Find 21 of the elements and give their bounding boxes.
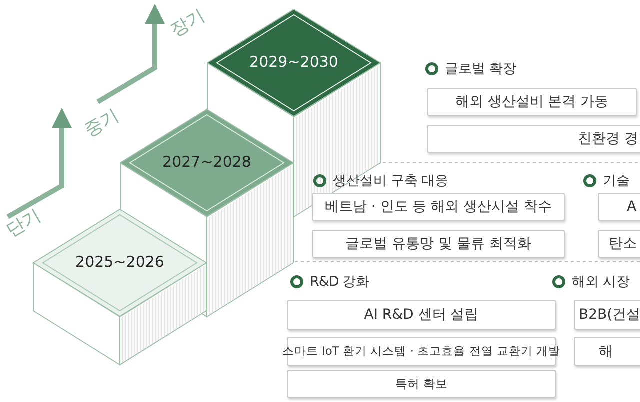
task-box: 친환경 경 <box>427 125 640 153</box>
task-box: A <box>598 193 640 221</box>
task-box: B2B(건설 <box>574 300 640 330</box>
section-heading: 해외 시장 <box>572 273 630 291</box>
task-box: 베트남 · 인도 등 해외 생산시설 착수 <box>312 193 565 221</box>
task-box: 해외 생산설비 본격 가동 <box>427 88 637 116</box>
year-label: 2027~2028 <box>162 153 252 171</box>
section-heading: R&D 강화 <box>310 273 370 291</box>
task-box: AI R&D 센터 설립 <box>287 300 556 330</box>
year-label: 2029~2030 <box>248 53 340 71</box>
task-box: 특허 확보 <box>287 370 556 398</box>
task-box: 탄소 <box>598 230 640 258</box>
task-box: 해 <box>574 337 640 366</box>
section-heading: 글로벌 확장 <box>445 60 516 78</box>
stage-label: 중기 <box>80 104 124 142</box>
section-heading: 기술 <box>603 172 630 190</box>
stage-label: 장기 <box>166 4 210 42</box>
task-box: 글로벌 유통망 및 물류 최적화 <box>312 230 565 258</box>
section-heading: 생산설비 구축 대응 <box>333 172 449 190</box>
year-label: 2025~2026 <box>74 253 166 271</box>
stage-label: 단기 <box>2 204 46 242</box>
